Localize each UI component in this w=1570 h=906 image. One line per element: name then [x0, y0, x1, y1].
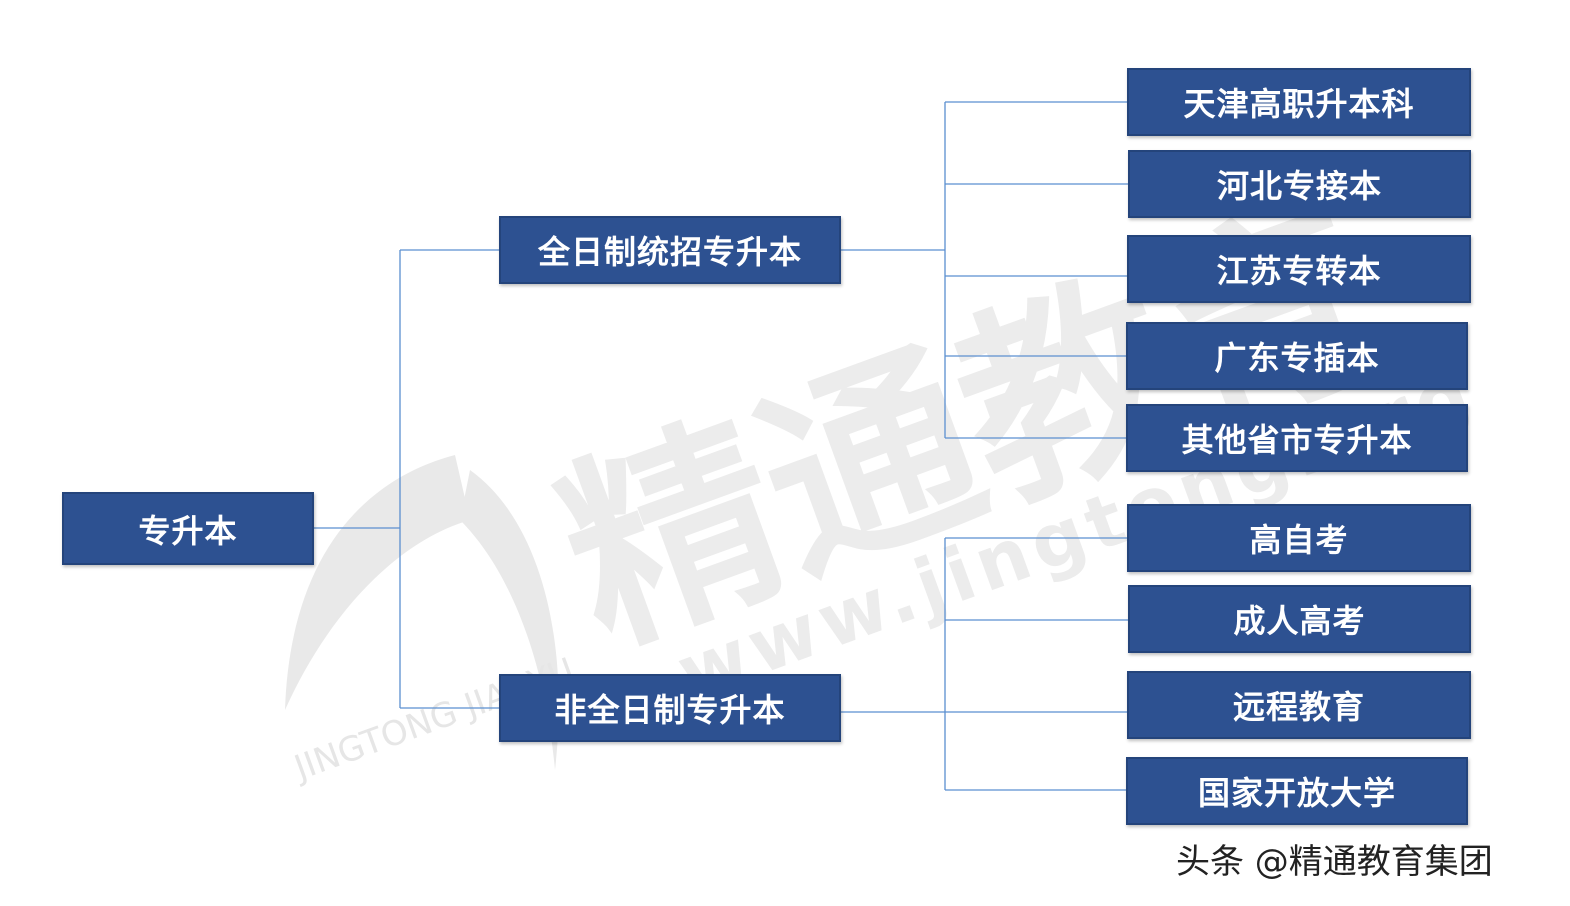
branch-node-parttime: 非全日制专升本 [499, 674, 841, 742]
leaf-node-label: 天津高职升本科 [1183, 85, 1415, 123]
leaf-node-label: 国家开放大学 [1197, 774, 1396, 812]
branch-node-fulltime: 全日制统招专升本 [499, 216, 841, 284]
leaf-node-label: 远程教育 [1232, 688, 1365, 726]
branch-node-label: 全日制统招专升本 [537, 233, 802, 271]
source-credit: 头条 @精通教育集团 [1176, 842, 1493, 882]
leaf-node: 高自考 [1127, 504, 1471, 572]
leaf-node-label: 江苏专转本 [1216, 252, 1382, 290]
leaf-node: 天津高职升本科 [1127, 68, 1471, 136]
leaf-node: 江苏专转本 [1127, 235, 1471, 303]
leaf-node-label: 河北专接本 [1216, 167, 1382, 205]
root-node: 专升本 [62, 492, 314, 565]
leaf-node: 河北专接本 [1128, 150, 1471, 218]
branch-node-label: 非全日制专升本 [554, 691, 786, 729]
leaf-node-label: 成人高考 [1233, 602, 1366, 640]
root-node-label: 专升本 [138, 511, 238, 550]
leaf-node: 国家开放大学 [1126, 757, 1468, 825]
leaf-node-label: 高自考 [1249, 521, 1349, 559]
leaf-node: 成人高考 [1128, 585, 1471, 653]
leaf-node-label: 其他省市专升本 [1181, 421, 1413, 459]
leaf-node: 远程教育 [1127, 671, 1471, 739]
leaf-node-label: 广东专插本 [1214, 339, 1380, 377]
leaf-node: 其他省市专升本 [1126, 404, 1468, 472]
leaf-node: 广东专插本 [1126, 322, 1468, 390]
